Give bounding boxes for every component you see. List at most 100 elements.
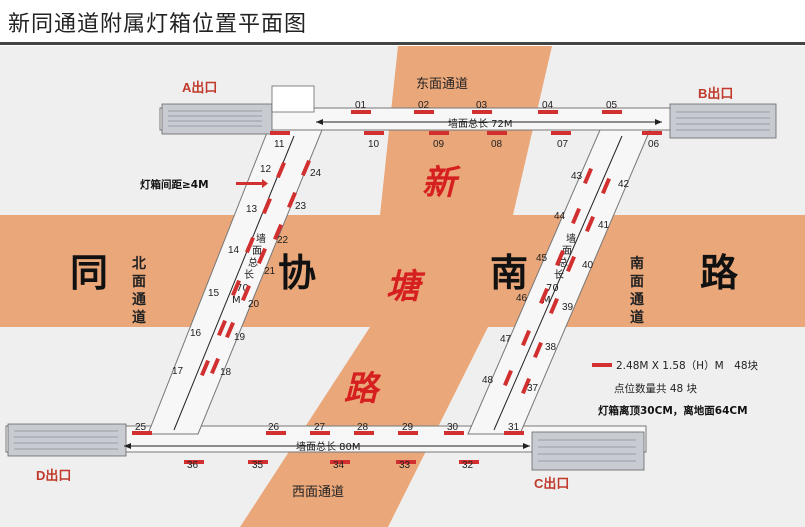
lightbox-number-19: 19: [234, 332, 246, 343]
bottom-length-label: 墙面总长 80M: [296, 440, 361, 453]
lightbox-number-01: 01: [355, 100, 367, 111]
lightbox-26: [266, 431, 286, 435]
lightbox-46: [539, 287, 549, 305]
lightbox-number-47: 47: [500, 334, 512, 345]
lightbox-number-06: 06: [648, 139, 660, 150]
lightbox-06: [642, 131, 662, 135]
lightbox-17: [200, 359, 210, 377]
svg-text:面: 面: [562, 246, 572, 257]
lightbox-number-10: 10: [368, 139, 380, 150]
lightbox-number-14: 14: [228, 245, 240, 256]
lightbox-number-29: 29: [402, 422, 414, 433]
lightbox-43: [583, 167, 593, 185]
svg-text:南: 南: [630, 255, 644, 272]
lightbox-23: [287, 191, 297, 209]
lightbox-10: [364, 131, 384, 135]
svg-text:通: 通: [630, 292, 644, 308]
lightbox-37: [521, 377, 531, 395]
svg-text:总: 总: [558, 256, 568, 269]
svg-text:长: 长: [554, 269, 564, 281]
road-horizontal: [0, 215, 805, 327]
spacing-arrow: [236, 182, 262, 185]
svg-text:道: 道: [132, 309, 146, 326]
lightbox-number-27: 27: [314, 422, 326, 433]
lightbox-number-13: 13: [246, 204, 258, 215]
lightbox-48: [503, 369, 513, 387]
road-char-nan: 南: [490, 251, 528, 295]
top-length-arrow: [316, 119, 662, 125]
lightbox-32: [459, 460, 479, 464]
lightbox-45: [555, 249, 565, 267]
lightbox-14: [245, 236, 255, 254]
legend-size: 2.48M X 1.58（H）M 48块: [616, 360, 759, 372]
lightbox-28: [354, 431, 374, 435]
lightbox-number-25: 25: [135, 422, 147, 433]
exit-c-structure: [531, 431, 645, 471]
lightbox-number-23: 23: [295, 201, 307, 212]
lightbox-number-21: 21: [264, 266, 276, 277]
lightbox-number-36: 36: [187, 460, 199, 471]
svg-text:M: M: [232, 295, 241, 306]
lightbox-number-30: 30: [447, 422, 459, 433]
svg-text:面: 面: [630, 274, 644, 290]
right-length-label: 墙 面 总 长 70 M: [542, 232, 576, 306]
page-title: 新同通道附属灯箱位置平面图: [8, 12, 308, 37]
lightbox-30: [444, 431, 464, 435]
svg-text:墙: 墙: [256, 232, 266, 245]
exit-c-label: C出口: [534, 476, 569, 491]
top-length-label: 墙面总长 72M: [448, 117, 513, 130]
road-char-lu2: 路: [344, 369, 382, 409]
lightbox-05: [602, 110, 622, 114]
east-passage-label: 东面通道: [416, 77, 468, 92]
lightbox-35: [248, 460, 268, 464]
lightbox-27: [310, 431, 330, 435]
west-passage-label: 西面通道: [292, 485, 344, 500]
lightbox-number-32: 32: [462, 460, 474, 471]
lightbox-number-42: 42: [618, 179, 630, 190]
lightbox-25: [132, 431, 152, 435]
lightbox-04: [538, 110, 558, 114]
lightbox-01: [351, 110, 371, 114]
lightbox-38: [533, 341, 543, 359]
lightbox-40: [566, 255, 576, 273]
lightbox-number-20: 20: [248, 299, 260, 310]
lightbox-24: [301, 159, 311, 177]
svg-text:北: 北: [132, 256, 146, 272]
lightbox-number-24: 24: [310, 168, 322, 179]
road-char-tang: 塘: [386, 267, 426, 307]
exit-d-label: D出口: [36, 468, 71, 483]
exit-b-structure: [669, 103, 777, 139]
road-char-tong: 同: [70, 251, 108, 295]
lightbox-number-07: 07: [557, 139, 569, 150]
north-passage-label: 北 面 通 道: [132, 256, 146, 326]
lightbox-number-11: 11: [274, 139, 285, 150]
lightbox-number-12: 12: [260, 164, 272, 175]
lightbox-33: [396, 460, 416, 464]
lightbox-44: [571, 207, 581, 225]
legend-lightbox-swatch: [592, 363, 612, 367]
lightbox-15: [231, 279, 241, 297]
lightbox-number-16: 16: [190, 328, 202, 339]
lightbox-39: [549, 297, 559, 315]
lightbox-number-04: 04: [542, 100, 554, 111]
spacing-note: 灯箱间距≥4M: [140, 178, 209, 191]
lightbox-41: [585, 215, 595, 233]
lightbox-19: [225, 321, 235, 339]
lightbox-number-39: 39: [562, 302, 574, 313]
lightbox-20: [241, 284, 251, 302]
svg-text:M: M: [542, 295, 551, 306]
svg-text:总: 总: [248, 256, 258, 269]
lightbox-number-33: 33: [399, 460, 411, 471]
exit-a-structure: [161, 85, 315, 135]
lightbox-34: [330, 460, 350, 464]
svg-text:长: 长: [244, 269, 254, 281]
lightbox-08: [487, 131, 507, 135]
lightbox-03: [472, 110, 492, 114]
lightbox-number-34: 34: [333, 460, 345, 471]
left-length-arrow: [173, 135, 295, 431]
left-length-label: 墙 面 总 长 70 M: [232, 232, 266, 306]
exit-a-label: A出口: [182, 80, 217, 95]
lightbox-number-45: 45: [536, 253, 548, 264]
lightbox-21: [257, 247, 267, 265]
